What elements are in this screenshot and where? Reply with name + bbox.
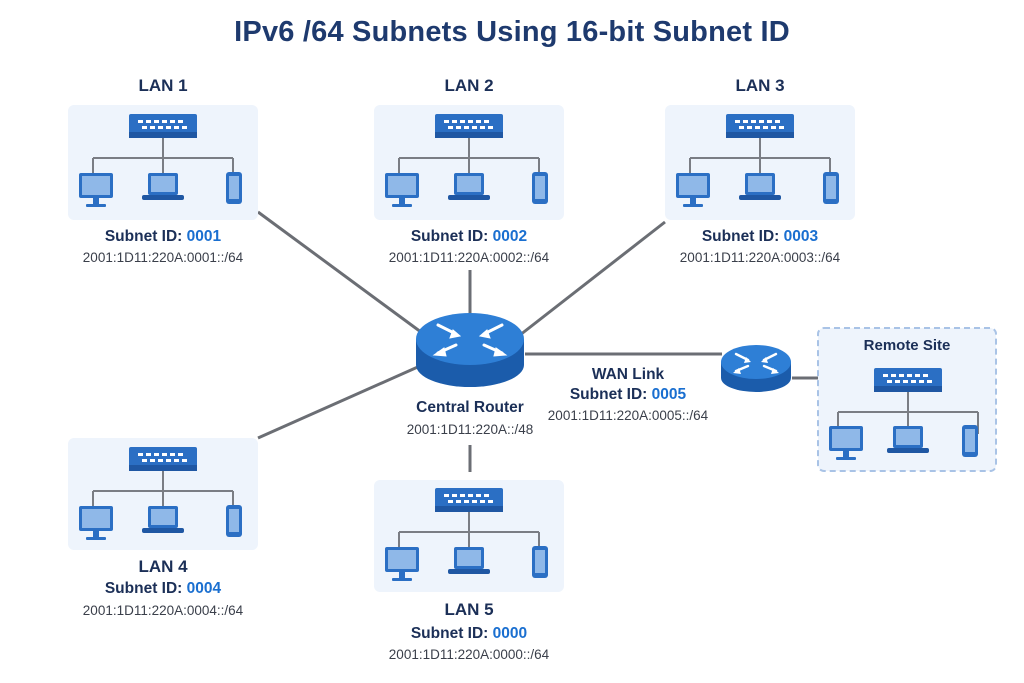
subnet-label: Subnet ID:: [410, 625, 489, 642]
lan5-name: LAN 5: [444, 600, 494, 619]
lan2-subnet: Subnet ID: 0002: [369, 228, 569, 246]
links: [257, 210, 874, 472]
lan4-name: LAN 4: [138, 557, 188, 576]
phone-icon: [532, 172, 548, 204]
lan1-subnet: Subnet ID: 0001: [63, 228, 263, 246]
subnet-label: Subnet ID:: [701, 228, 780, 245]
lan4-subnet: Subnet ID: 0004: [63, 580, 263, 598]
diagram-title: IPv6 /64 Subnets Using 16-bit Subnet ID: [234, 16, 790, 48]
switch-icon: [726, 114, 794, 138]
phone-icon: [962, 425, 978, 457]
link-lan4: [257, 364, 421, 440]
lan2-name: LAN 2: [444, 76, 494, 95]
laptop-icon: [739, 173, 781, 200]
lan4-prefix: 2001:1D11:220A:0004::/64: [82, 603, 244, 618]
wan-link-name: WAN Link: [591, 366, 665, 383]
laptop-icon: [448, 547, 490, 574]
laptop-icon: [448, 173, 490, 200]
subnet-label: Subnet ID:: [569, 386, 648, 403]
lan3-name: LAN 3: [735, 76, 785, 95]
lan1-prefix: 2001:1D11:220A:0001::/64: [82, 250, 244, 265]
lan2-prefix: 2001:1D11:220A:0002::/64: [388, 250, 550, 265]
remote-site-name: Remote Site: [863, 337, 951, 354]
router-icon: [416, 313, 524, 387]
switch-icon: [874, 368, 942, 392]
laptop-icon: [887, 426, 929, 453]
lan3-prefix: 2001:1D11:220A:0003::/64: [679, 250, 841, 265]
phone-icon: [226, 505, 242, 537]
lan1-name: LAN 1: [138, 76, 188, 95]
link-lan3: [519, 220, 666, 337]
lan5-subnet: Subnet ID: 0000: [369, 625, 569, 643]
phone-icon: [226, 172, 242, 204]
lan3-subnet: Subnet ID: 0003: [660, 228, 860, 246]
laptop-icon: [142, 506, 184, 533]
wan-prefix: 2001:1D11:220A:0005::/64: [547, 408, 709, 423]
phone-icon: [823, 172, 839, 204]
switch-icon: [129, 114, 197, 138]
central-router-prefix: 2001:1D11:220A::/48: [406, 422, 534, 437]
switch-icon: [129, 447, 197, 471]
subnet-id: 0001: [186, 228, 222, 245]
central-router-name: Central Router: [416, 399, 524, 416]
laptop-icon: [142, 173, 184, 200]
router-icon: [721, 345, 791, 392]
lan5-prefix: 2001:1D11:220A:0000::/64: [388, 647, 550, 662]
subnet-id: 0004: [186, 580, 222, 597]
subnet-label: Subnet ID:: [410, 228, 489, 245]
subnet-id: 0005: [651, 386, 687, 403]
switch-icon: [435, 114, 503, 138]
subnet-id: 0003: [783, 228, 819, 245]
subnet-id: 0000: [492, 625, 528, 642]
wan-subnet: Subnet ID: 0005: [528, 386, 728, 404]
phone-icon: [532, 546, 548, 578]
link-lan1: [257, 210, 426, 337]
switch-icon: [435, 488, 503, 512]
subnet-label: Subnet ID:: [104, 580, 183, 597]
subnet-id: 0002: [492, 228, 528, 245]
subnet-label: Subnet ID:: [104, 228, 183, 245]
